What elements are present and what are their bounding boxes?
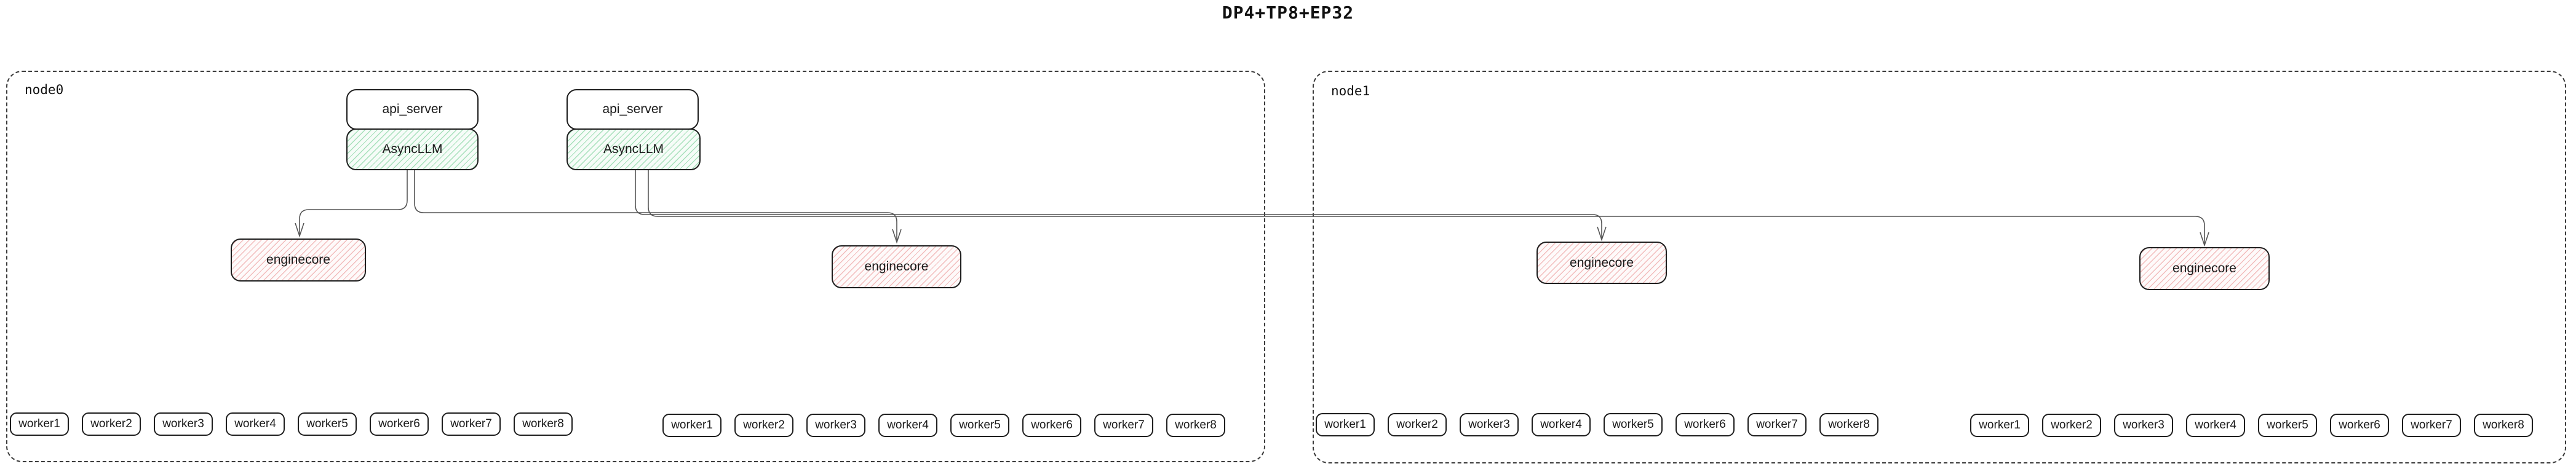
node1-label: node1: [1331, 84, 1370, 98]
worker-box: worker6: [2330, 414, 2389, 437]
asyncllm-box-1: AsyncLLM: [346, 128, 479, 170]
worker-box: worker2: [734, 414, 793, 437]
worker-box: worker3: [154, 412, 213, 436]
worker-box: worker3: [2114, 414, 2173, 437]
worker-box: worker8: [2474, 414, 2533, 437]
worker-group-node1-b: worker1 worker2 worker3 worker4 worker5 …: [1970, 414, 2533, 437]
worker-box: worker2: [82, 412, 141, 436]
worker-box: worker5: [298, 412, 357, 436]
worker-box: worker8: [514, 412, 573, 436]
worker-box: worker7: [2402, 414, 2461, 437]
worker-box: worker5: [1604, 413, 1663, 436]
enginecore-box-1: enginecore: [231, 238, 366, 282]
worker-box: worker3: [806, 414, 865, 437]
worker-box: worker8: [1819, 413, 1878, 436]
worker-box: worker2: [1388, 413, 1447, 436]
worker-box: worker5: [2258, 414, 2317, 437]
worker-box: worker1: [10, 412, 69, 436]
worker-box: worker4: [1532, 413, 1591, 436]
worker-box: worker6: [370, 412, 429, 436]
worker-box: worker8: [1166, 414, 1225, 437]
worker-box: worker4: [226, 412, 285, 436]
worker-box: worker7: [442, 412, 501, 436]
worker-group-node0-a: worker1 worker2 worker3 worker4 worker5 …: [10, 412, 573, 436]
asyncllm-box-2: AsyncLLM: [566, 128, 701, 170]
enginecore-box-2: enginecore: [832, 245, 961, 288]
diagram-title: DP4+TP8+EP32: [1222, 2, 1354, 23]
worker-group-node0-b: worker1 worker2 worker3 worker4 worker5 …: [662, 414, 1225, 437]
worker-box: worker5: [950, 414, 1009, 437]
node0-container: [6, 71, 1265, 462]
api-server-box-1: api_server: [346, 89, 479, 130]
worker-box: worker4: [2186, 414, 2245, 437]
enginecore-box-4: enginecore: [2139, 247, 2270, 290]
worker-box: worker4: [878, 414, 937, 437]
api-server-box-2: api_server: [566, 89, 699, 130]
worker-box: worker6: [1676, 413, 1735, 436]
worker-box: worker1: [1970, 414, 2029, 437]
worker-box: worker7: [1094, 414, 1153, 437]
worker-box: worker2: [2042, 414, 2101, 437]
worker-box: worker6: [1022, 414, 1081, 437]
worker-box: worker1: [662, 414, 722, 437]
worker-box: worker3: [1460, 413, 1519, 436]
node0-label: node0: [25, 82, 64, 97]
worker-box: worker1: [1316, 413, 1375, 436]
enginecore-box-3: enginecore: [1536, 242, 1667, 284]
worker-box: worker7: [1747, 413, 1807, 436]
worker-group-node1-a: worker1 worker2 worker3 worker4 worker5 …: [1316, 413, 1878, 436]
node1-container: [1313, 71, 2566, 463]
